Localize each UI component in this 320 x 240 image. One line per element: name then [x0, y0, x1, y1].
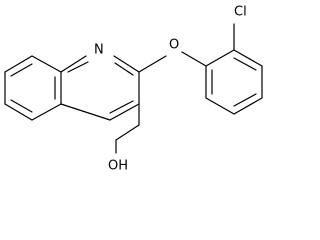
bond — [115, 124, 140, 141]
bond — [233, 49, 263, 67]
double-bond-inner — [233, 93, 257, 107]
double-bond-inner — [109, 100, 134, 114]
double-bond-inner — [233, 57, 257, 71]
bond — [113, 55, 140, 73]
double-bond-inner — [67, 61, 89, 73]
chemical-structure-diagram: N O Cl OH — [4, 5, 263, 174]
bond — [109, 103, 140, 121]
atom-label-chlorine: Cl — [234, 5, 247, 20]
atom-label-nitrogen: N — [94, 43, 104, 58]
bond — [138, 55, 167, 73]
atom-label-hydroxyl: OH — [108, 159, 128, 174]
bond — [60, 55, 87, 73]
bond — [4, 103, 33, 121]
double-bond-inner — [114, 62, 134, 76]
bond — [205, 49, 235, 67]
bond — [60, 103, 111, 121]
bond — [4, 55, 33, 73]
double-bond-inner — [10, 63, 33, 77]
bond — [233, 97, 263, 115]
bond — [31, 55, 62, 73]
double-bond-inner — [10, 99, 33, 113]
bond — [181, 51, 207, 67]
atom-label-oxygen: O — [169, 38, 179, 53]
bond — [31, 103, 62, 121]
bond — [205, 97, 235, 115]
